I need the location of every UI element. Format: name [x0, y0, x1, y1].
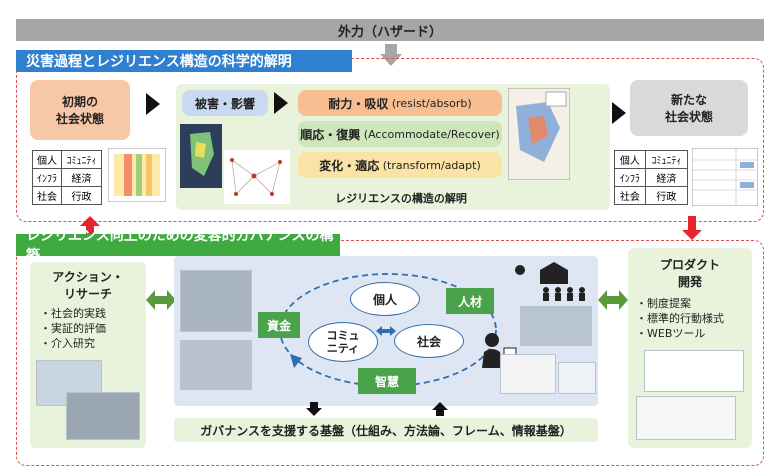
mechanism-resist-jp: 耐力・吸収 — [328, 96, 389, 111]
governance-section-title: レジリエンス向上のための変容的ガバナンスの構築 — [16, 228, 340, 264]
heatmap-thumbnail — [108, 148, 166, 202]
cell: 社会 — [31, 186, 63, 205]
foundation-down-arrow — [306, 402, 322, 416]
community-people-icon — [515, 262, 585, 301]
foundation-up-arrow — [432, 402, 448, 416]
list-item: ・WEBツール — [636, 327, 706, 340]
governance-section-title-text: レジリエンス向上のための変容的ガバナンスの構築 — [26, 228, 334, 264]
damage-label: 被害・影響 — [194, 96, 255, 111]
hazard-down-arrow — [380, 44, 402, 66]
meeting-photo-2 — [180, 340, 252, 390]
product-list: ・制度提案 ・標準的行動様式 ・WEBツール — [636, 296, 724, 341]
action-title-line2: リサーチ — [63, 287, 112, 301]
mechanism-recover-jp: 順応・復興 — [300, 127, 361, 142]
cell: 個人 — [31, 150, 63, 169]
flow-arrow-2 — [274, 92, 288, 114]
action-photo-2 — [66, 392, 140, 440]
damage-box: 被害・影響 — [182, 90, 268, 116]
mechanism-adapt-jp: 変化・適応 — [319, 158, 380, 173]
governance-foundation-bar: ガバナンスを支援する基盤（仕組み、方法論、フレーム、情報基盤） — [174, 418, 598, 442]
cell: 経済 — [644, 168, 689, 187]
web-tool-screenshot-2 — [636, 396, 736, 440]
initial-state-table: 個人ｺﾐｭﾆﾃｨ ｲﾝﾌﾗ経済 社会行政 — [31, 150, 102, 205]
initial-state-box: 初期の 社会状態 — [30, 80, 130, 140]
action-title-line1: アクション・ — [52, 270, 124, 284]
new-state-line2: 社会状態 — [664, 110, 713, 124]
action-research-title: アクション・ リサーチ — [30, 268, 146, 302]
node-funding: 資金 — [258, 312, 300, 338]
cell: 社会 — [614, 186, 646, 205]
initial-state-line2: 社会状態 — [55, 112, 104, 126]
list-item: ・制度提案 — [636, 297, 691, 310]
map-thumbnail — [180, 124, 222, 188]
cell: ｲﾝﾌﾗ — [31, 168, 63, 187]
cell: ｲﾝﾌﾗ — [614, 168, 646, 187]
product-title-line1: プロダクト — [659, 258, 720, 272]
cell: 行政 — [644, 186, 689, 205]
product-link-arrow — [598, 290, 628, 310]
node-community: コミュ ニティ — [308, 322, 378, 362]
new-state-table: 個人ｺﾐｭﾆﾃｨ ｲﾝﾌﾗ経済 社会行政 — [614, 150, 689, 205]
leaflet-thumbnail-2 — [558, 362, 596, 394]
science-section-frame — [16, 58, 764, 222]
list-item: ・介入研究 — [40, 337, 95, 350]
community-society-link — [376, 326, 396, 336]
indicator-table-thumbnail — [692, 148, 758, 206]
mechanism-adapt-en: (transform/adapt) — [382, 158, 481, 172]
leaflet-thumbnail-1 — [500, 354, 556, 394]
product-title: プロダクト 開発 — [628, 256, 752, 290]
new-state-box: 新たな 社会状態 — [630, 80, 748, 136]
list-item: ・実証的評価 — [40, 322, 106, 335]
mechanism-recover: 順応・復興 (Accommodate/Recover) — [298, 121, 502, 147]
list-item: ・社会的実践 — [40, 307, 106, 320]
action-link-arrow — [146, 290, 176, 310]
node-community-line1: コミュ — [326, 329, 360, 342]
science-section-title-text: 災害過程とレジリエンス構造の科学的解明 — [26, 54, 292, 70]
hazard-label: 外力（ハザード） — [337, 24, 442, 40]
flow-arrow-3 — [612, 102, 626, 124]
network-thumbnail — [224, 150, 290, 204]
output-down-arrow — [682, 216, 702, 240]
flow-arrow-1 — [146, 93, 160, 115]
science-section-title: 災害過程とレジリエンス構造の科学的解明 — [16, 50, 352, 72]
resilience-caption: レジリエンスの構造の解明 — [335, 192, 467, 205]
product-title-line2: 開発 — [677, 275, 702, 289]
mechanism-recover-en: (Accommodate/Recover) — [363, 127, 500, 141]
cell: 経済 — [61, 168, 102, 187]
governance-section-frame — [16, 240, 764, 466]
foundation-label: ガバナンスを支援する基盤（仕組み、方法論、フレーム、情報基盤） — [200, 423, 572, 438]
action-research-list: ・社会的実践 ・実証的評価 ・介入研究 — [40, 306, 106, 351]
mechanism-resist: 耐力・吸収 (resist/absorb) — [298, 90, 502, 116]
meeting-photo-1 — [180, 270, 252, 332]
cell: ｺﾐｭﾆﾃｨ — [61, 150, 102, 169]
web-tool-screenshot-1 — [644, 350, 744, 392]
list-item: ・標準的行動様式 — [636, 312, 724, 325]
node-society: 社会 — [394, 324, 464, 358]
node-community-line2: ニティ — [326, 342, 360, 355]
new-state-line1: 新たな — [670, 93, 707, 107]
feedback-up-arrow — [80, 216, 100, 240]
cell: ｺﾐｭﾆﾃｨ — [644, 150, 689, 169]
region-map-thumbnail — [508, 88, 570, 180]
initial-state-line1: 初期の — [61, 95, 98, 109]
mechanism-adapt: 変化・適応 (transform/adapt) — [298, 152, 502, 178]
node-human-resources: 人材 — [446, 288, 494, 314]
cell: 個人 — [614, 150, 646, 169]
workshop-photo — [520, 306, 592, 346]
hazard-bar: 外力（ハザード） — [16, 19, 764, 41]
node-individual: 個人 — [350, 282, 420, 316]
cell: 行政 — [61, 186, 102, 205]
mechanism-resist-en: (resist/absorb) — [391, 96, 472, 110]
node-wisdom: 智慧 — [358, 368, 416, 394]
